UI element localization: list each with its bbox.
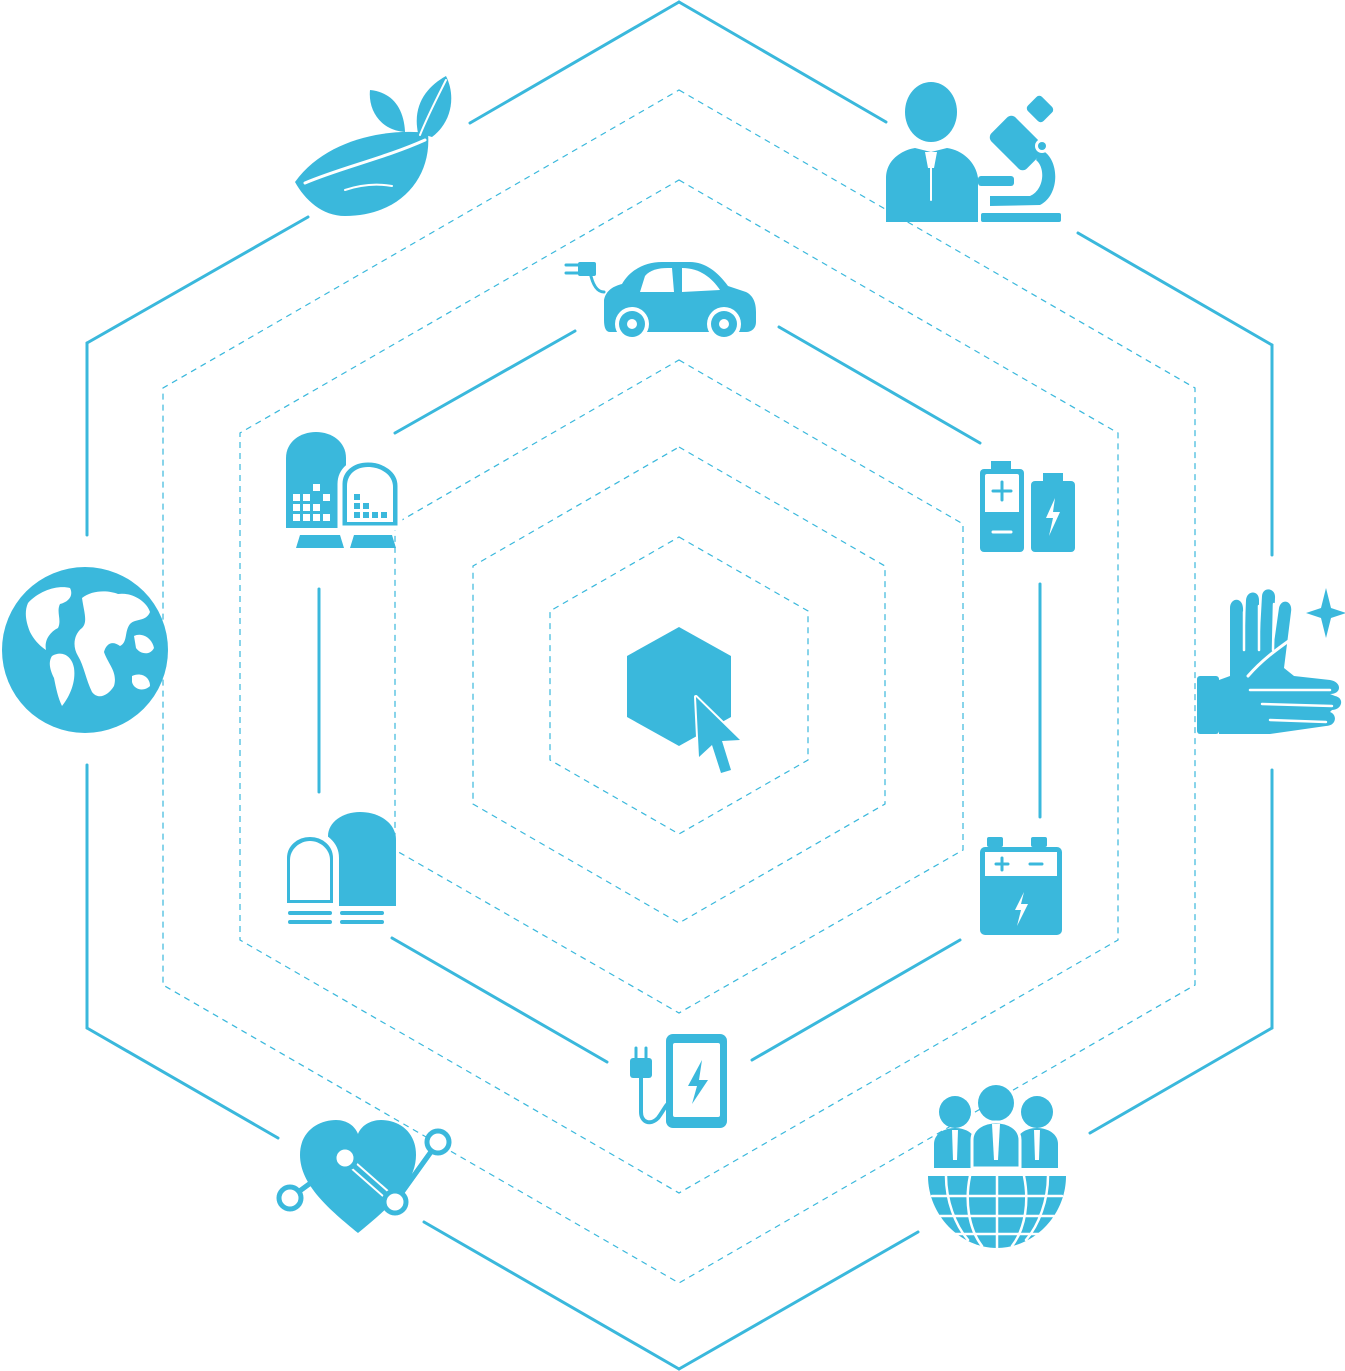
outer-hexagon bbox=[85, 0, 1274, 1371]
electric-car-icon bbox=[564, 262, 756, 341]
business-team-globe-icon bbox=[928, 1085, 1066, 1250]
batteries-icon bbox=[980, 461, 1075, 552]
capacitors-outline-icon bbox=[281, 812, 396, 924]
heart-trend-chart-icon bbox=[276, 1120, 452, 1233]
world-globe-icon bbox=[2, 567, 168, 733]
middle-hexagon bbox=[317, 325, 1042, 1064]
car-battery-icon bbox=[980, 837, 1062, 935]
cube-with-cursor-icon bbox=[627, 627, 742, 775]
leaves-icon bbox=[295, 76, 452, 216]
clean-hands-sparkle-icon bbox=[1197, 588, 1345, 734]
charging-phone-icon bbox=[630, 1034, 727, 1128]
capacitors-charge-level-icon bbox=[286, 432, 403, 548]
scientist-with-microscope-icon bbox=[886, 82, 1061, 222]
dashed-hexagon-rings bbox=[162, 89, 1196, 1284]
